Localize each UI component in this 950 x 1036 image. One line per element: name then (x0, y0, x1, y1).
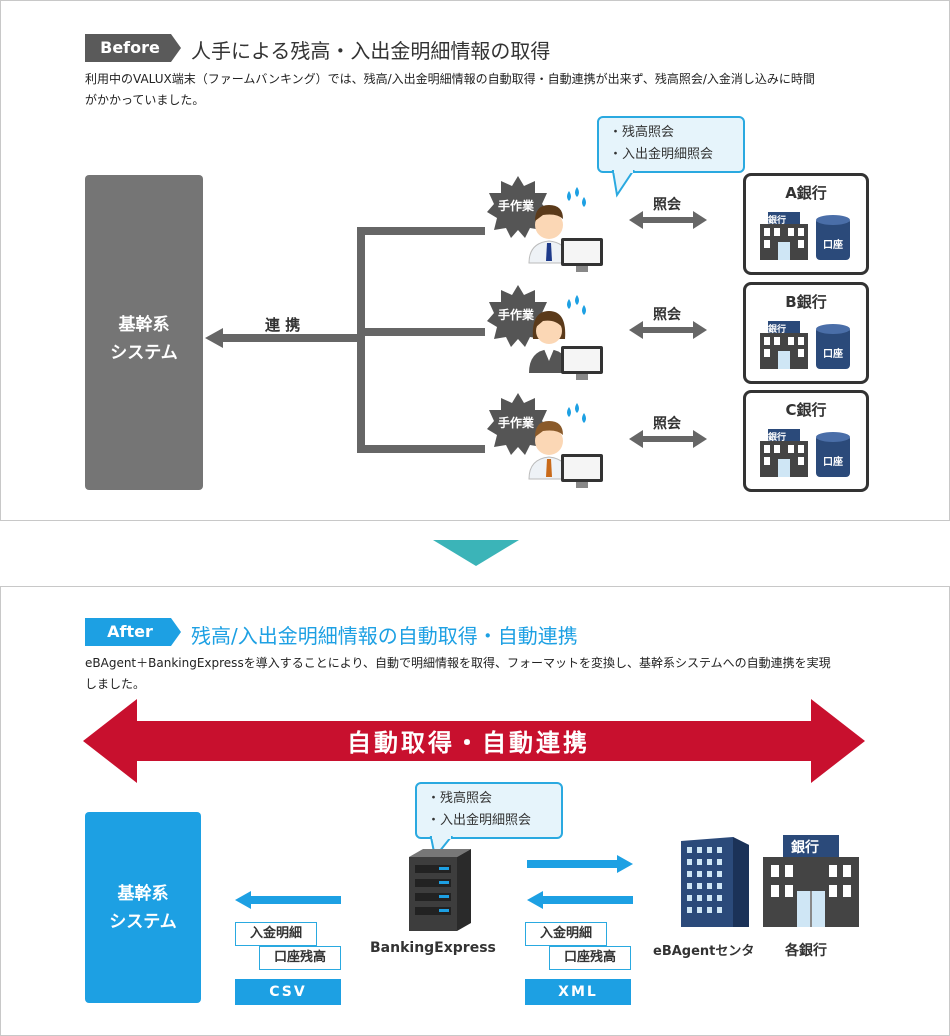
label-deposit-detail: 入金明細 (525, 922, 607, 946)
bank-sign: 銀行 (768, 433, 787, 443)
bank-sign: 銀行 (791, 840, 819, 856)
before-heading: 人手による残高・入出金明細情報の取得 (191, 39, 551, 63)
core-system-label-2: システム (110, 343, 178, 363)
server-label: BankingExpress (370, 940, 496, 956)
from-center-arrow-icon (527, 891, 633, 909)
worker-male-icon (528, 403, 603, 488)
core-system-box: 基幹系 システム (85, 812, 201, 1003)
bank-b-name: B銀行 (785, 293, 827, 311)
bubble-line-2: ・入出金明細照会 (609, 147, 714, 162)
bank-sign: 銀行 (768, 216, 787, 226)
after-desc-line-2: しました。 (85, 677, 146, 691)
before-desc-line-1: 利用中のVALUX端末（ファームバンキング）では、残高/入出金明細情報の自動取得… (85, 72, 815, 86)
core-system-box: 基幹系 システム (85, 175, 203, 490)
after-description: eBAgent＋BankingExpressを導入することにより、自動で明細情報… (85, 653, 885, 695)
manual-work-label: 手作業 (498, 199, 535, 213)
bank-building-icon (760, 212, 850, 260)
after-heading: 残高/入出金明細情報の自動取得・自動連携 (191, 624, 578, 648)
manual-work-label: 手作業 (498, 416, 535, 430)
bank-building-icon (760, 429, 850, 477)
inquiry-label: 照会 (653, 416, 681, 432)
bubble-line-2: ・入出金明細照会 (427, 813, 532, 828)
inquiry-label: 照会 (653, 307, 681, 323)
inquiry-arrow-icon (629, 321, 707, 339)
format-xml: XML (525, 979, 631, 1005)
before-tag: Before (85, 34, 181, 62)
bubble-line-1: ・残高照会 (427, 791, 493, 806)
core-system-label-1: 基幹系 (117, 884, 169, 904)
inquiry-label: 照会 (653, 197, 681, 213)
account-label: 口座 (823, 457, 843, 468)
bank-sign: 銀行 (768, 325, 787, 335)
bank-b-box: B銀行 銀行 口座 (743, 282, 869, 384)
auto-banner-label: 自動取得・自動連携 (347, 729, 590, 757)
inquiry-bubble: ・残高照会 ・入出金明細照会 (597, 116, 745, 173)
label-deposit-detail: 入金明細 (235, 922, 317, 946)
to-center-arrow-icon (527, 855, 633, 873)
after-panel: After 残高/入出金明細情報の自動取得・自動連携 eBAgent＋Banki… (0, 586, 950, 1036)
account-label: 口座 (823, 240, 843, 251)
manual-work-burst-icon (487, 393, 549, 455)
core-system-label-2: システム (109, 912, 177, 932)
auto-banner-arrow (83, 699, 865, 783)
bank-c-box: C銀行 銀行 口座 (743, 390, 869, 492)
bubble-line-1: ・残高照会 (609, 125, 675, 140)
inquiry-arrow-icon (629, 430, 707, 448)
bank-a-name: A銀行 (785, 184, 827, 202)
label-account-balance: 口座残高 (549, 946, 631, 970)
link-connector (205, 227, 485, 453)
worker-female-icon (529, 295, 603, 380)
before-description: 利用中のVALUX端末（ファームバンキング）では、残高/入出金明細情報の自動取得… (85, 69, 885, 111)
inquiry-arrow-icon (629, 211, 707, 229)
manual-work-label: 手作業 (498, 308, 535, 322)
label-account-balance: 口座残高 (259, 946, 341, 970)
after-desc-line-1: eBAgent＋BankingExpressを導入することにより、自動で明細情報… (85, 656, 831, 670)
after-tag: After (85, 618, 181, 646)
inquiry-bubble: ・残高照会 ・入出金明細照会 (415, 782, 563, 839)
bank-building-icon (763, 835, 859, 927)
bank-c-name: C銀行 (785, 401, 827, 419)
before-panel: Before 人手による残高・入出金明細情報の取得 利用中のVALUX端末（ファ… (0, 0, 950, 521)
bank-building-icon (760, 321, 850, 369)
before-desc-line-2: がかかっていました。 (85, 93, 205, 107)
transition-arrow-icon (433, 540, 519, 566)
banks-label: 各銀行 (785, 943, 827, 959)
core-system-label-1: 基幹系 (118, 315, 170, 335)
account-label: 口座 (823, 349, 843, 360)
after-tag-label: After (107, 622, 153, 641)
office-building-icon (681, 837, 749, 927)
bank-a-box: A銀行 銀行 口座 (743, 173, 869, 275)
worker-male-icon (528, 187, 603, 272)
format-csv: CSV (235, 979, 341, 1005)
center-label: eBAgentセンタ (653, 944, 755, 959)
link-label: 連 携 (265, 316, 301, 334)
manual-work-burst-icon (487, 176, 549, 238)
bubble-tail (611, 169, 635, 198)
server-icon (409, 849, 471, 931)
before-tag-label: Before (100, 38, 160, 57)
to-core-arrow-icon (235, 891, 341, 909)
